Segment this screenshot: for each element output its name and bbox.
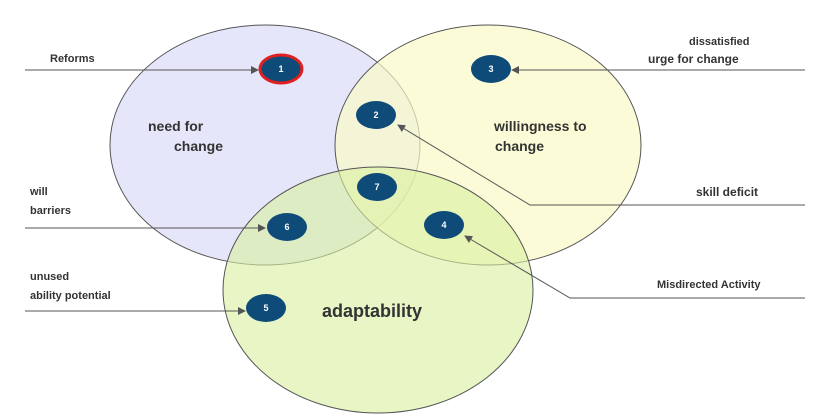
marker-2: 2: [356, 101, 396, 129]
willingness-label-line2: change: [495, 138, 544, 154]
dissatisfied-label-line1: dissatisfied: [689, 36, 750, 48]
marker-1-number: 1: [278, 64, 283, 74]
marker-4: 4: [424, 211, 464, 239]
dissatisfied-label-line2: urge for change: [648, 52, 739, 66]
unused-label-line1: unused: [30, 271, 69, 283]
will-barriers-label-line1: will: [29, 186, 48, 198]
marker-5-number: 5: [263, 303, 268, 313]
need-label-line2: change: [174, 138, 223, 154]
reforms-label: Reforms: [50, 53, 95, 65]
marker-2-number: 2: [373, 110, 378, 120]
marker-6-number: 6: [284, 222, 289, 232]
misdirected-label: Misdirected Activity: [657, 279, 761, 291]
marker-1: 1: [258, 53, 304, 85]
need-label-line1: need for: [148, 118, 204, 134]
marker-7-number: 7: [374, 182, 379, 192]
marker-5: 5: [246, 294, 286, 322]
skill-deficit-label: skill deficit: [696, 185, 758, 199]
misdirected-connector: [464, 235, 805, 299]
marker-4-number: 4: [441, 220, 446, 230]
marker-6: 6: [267, 213, 307, 241]
skill-deficit-connector: [397, 124, 805, 206]
willingness-label-line1: willingness to: [493, 118, 587, 134]
unused-label-line2: ability potential: [30, 290, 111, 302]
marker-7: 7: [357, 173, 397, 201]
marker-3: 3: [471, 55, 511, 83]
adaptability-label: adaptability: [322, 301, 422, 321]
adaptability-circle: [222, 166, 534, 414]
will-barriers-label-line2: barriers: [30, 205, 71, 217]
marker-3-number: 3: [488, 64, 493, 74]
